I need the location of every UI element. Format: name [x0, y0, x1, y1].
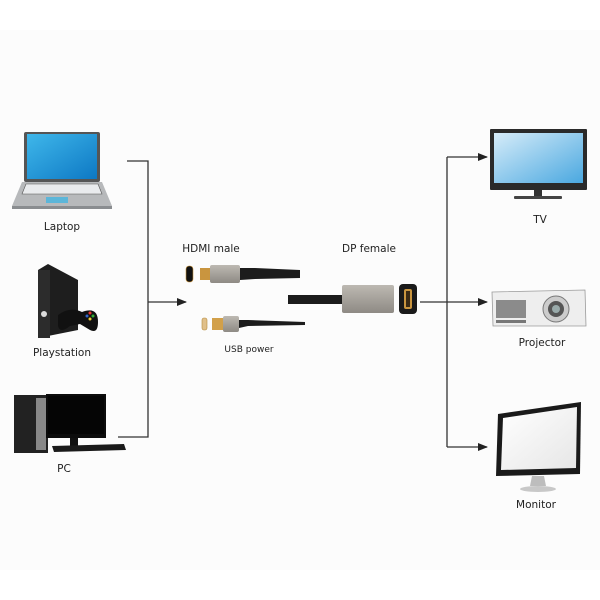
- game-console-icon: [38, 264, 98, 338]
- hdmi-male-connector-icon: [185, 265, 300, 283]
- source-label-pc: PC: [57, 463, 71, 475]
- desktop-pc-icon: [14, 394, 126, 453]
- dp-female-adapter-icon: [288, 284, 417, 314]
- adapter-output-label: DP female: [342, 243, 396, 255]
- sources-bracket: [118, 160, 187, 438]
- source-label-laptop: Laptop: [43, 221, 81, 233]
- adapter-input-label: HDMI male: [182, 243, 240, 255]
- source-label-playstation: Playstation: [32, 347, 92, 359]
- laptop-icon: [12, 132, 112, 209]
- usb-power-connector-icon: [201, 316, 305, 332]
- monitor-icon: [496, 402, 581, 492]
- tv-icon: [490, 129, 587, 199]
- projector-icon: [491, 289, 587, 327]
- output-label-projector: Projector: [518, 337, 566, 349]
- output-label-monitor: Monitor: [516, 499, 556, 511]
- output-label-tv: TV: [533, 214, 547, 226]
- adapter-power-label: USB power: [224, 345, 274, 355]
- outputs-bracket: [420, 153, 488, 451]
